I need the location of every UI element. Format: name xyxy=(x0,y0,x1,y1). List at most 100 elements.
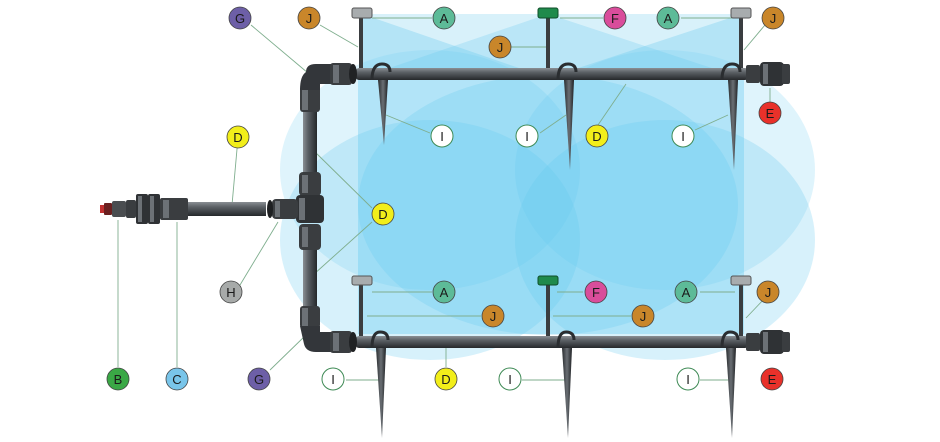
callout-j-top-left: J xyxy=(297,6,321,30)
svg-text:I: I xyxy=(681,129,685,144)
riser-bottom-right xyxy=(739,284,743,336)
supply-connector xyxy=(126,194,188,224)
leader-lines xyxy=(117,17,771,381)
svg-text:D: D xyxy=(378,207,387,222)
stake-bottom-center xyxy=(556,330,576,438)
riser-top-left xyxy=(359,18,363,68)
sprinkler-head-gray-bottom-right xyxy=(730,275,752,286)
stake-top-left xyxy=(370,62,392,145)
callout-j-top-right: J xyxy=(761,6,785,30)
svg-text:A: A xyxy=(440,11,449,26)
svg-text:J: J xyxy=(640,309,647,324)
spray-arc-center xyxy=(358,75,738,335)
callout-d-bottom: D xyxy=(434,367,458,391)
callout-a-bottom-right: A xyxy=(674,280,698,304)
callout-i-bottom-left: I xyxy=(321,367,345,391)
callout-j-bottom-center: J xyxy=(631,304,655,328)
spray-arc-right-top xyxy=(515,50,815,290)
bottom-lateral-pipe xyxy=(356,336,748,348)
svg-text:I: I xyxy=(440,129,444,144)
pipe-network xyxy=(186,68,748,348)
sprinkler-head-green-top xyxy=(537,7,559,19)
callout-i-bottom-center: I xyxy=(498,367,522,391)
end-cap-bottom xyxy=(746,330,790,354)
callout-d-mid: D xyxy=(585,124,609,148)
callout-a-top-left: A xyxy=(432,6,456,30)
callout-g-top: G xyxy=(228,6,252,30)
end-cap-top xyxy=(746,62,790,86)
stake-bottom-right xyxy=(720,330,740,438)
sprinkler-head-gray-bottom-left xyxy=(351,275,373,286)
callout-f-bottom: F xyxy=(584,280,608,304)
fittings xyxy=(100,62,790,354)
svg-text:J: J xyxy=(765,285,772,300)
header-pipe-upper xyxy=(303,112,317,174)
sprinkler-head-gray-top-right xyxy=(730,7,752,19)
spray-fan-top-right xyxy=(548,14,742,78)
callout-e-top: E xyxy=(758,101,782,125)
svg-text:J: J xyxy=(490,309,497,324)
callout-e-bottom: E xyxy=(760,367,784,391)
svg-text:I: I xyxy=(508,372,512,387)
top-lateral-pipe xyxy=(356,68,748,80)
svg-text:D: D xyxy=(592,129,601,144)
svg-text:F: F xyxy=(611,11,619,26)
spray-arc-left-top xyxy=(280,50,580,290)
riser-top-right xyxy=(739,18,743,68)
callout-b: B xyxy=(106,367,130,391)
svg-text:E: E xyxy=(766,106,775,121)
callout-g-bottom: G xyxy=(247,367,271,391)
spray-arc-left xyxy=(280,120,580,360)
svg-text:J: J xyxy=(770,11,777,26)
callout-j-bottom-left: J xyxy=(481,304,505,328)
callout-a-bottom-left: A xyxy=(432,280,456,304)
svg-text:B: B xyxy=(114,372,123,387)
riser-bottom-left xyxy=(359,284,363,336)
spray-fan-a xyxy=(360,14,548,78)
svg-text:I: I xyxy=(331,372,335,387)
callout-d-left: D xyxy=(226,125,250,149)
spray-fan-c xyxy=(360,14,742,78)
svg-text:D: D xyxy=(233,130,242,145)
sprinkler-head-gray-top-left xyxy=(351,7,373,19)
svg-text:F: F xyxy=(592,285,600,300)
svg-text:J: J xyxy=(497,40,504,55)
stake-bottom-left xyxy=(370,330,390,438)
callout-c: C xyxy=(165,367,189,391)
callout-f-top: F xyxy=(603,6,627,30)
supply-pipe xyxy=(186,202,266,216)
spray-fan-top-left xyxy=(360,14,548,78)
callout-h: H xyxy=(219,280,243,304)
riser-top-center xyxy=(546,18,550,68)
svg-text:C: C xyxy=(172,372,181,387)
svg-text:G: G xyxy=(235,11,245,26)
spray-coverage xyxy=(280,14,815,360)
callout-i-mid-center: I xyxy=(515,124,539,148)
svg-text:J: J xyxy=(306,11,313,26)
elbow-bottom xyxy=(300,306,357,353)
svg-text:E: E xyxy=(768,372,777,387)
header-pipe-lower xyxy=(303,250,317,306)
elbow-top xyxy=(300,63,357,112)
callout-i-bottom-right: I xyxy=(676,367,700,391)
svg-text:I: I xyxy=(525,129,529,144)
ground-stakes xyxy=(370,62,742,438)
svg-text:I: I xyxy=(686,372,690,387)
callout-j-top-center: J xyxy=(488,35,512,59)
callout-i-mid-right: I xyxy=(671,124,695,148)
sprinkler-head-green-bottom xyxy=(537,275,559,286)
svg-text:A: A xyxy=(682,285,691,300)
stake-top-right xyxy=(720,62,742,170)
svg-text:D: D xyxy=(441,372,450,387)
sprinklers xyxy=(351,7,752,336)
stake-top-center xyxy=(556,62,578,170)
svg-text:A: A xyxy=(440,285,449,300)
callout-d-header: D xyxy=(371,202,395,226)
callout-i-mid-left: I xyxy=(430,124,454,148)
riser-bottom-center xyxy=(546,284,550,336)
hose-tap xyxy=(100,201,126,217)
callouts: G J A F A J J E I I D I D D H A F A J J … xyxy=(106,6,785,391)
callout-j-bottom-right: J xyxy=(756,280,780,304)
